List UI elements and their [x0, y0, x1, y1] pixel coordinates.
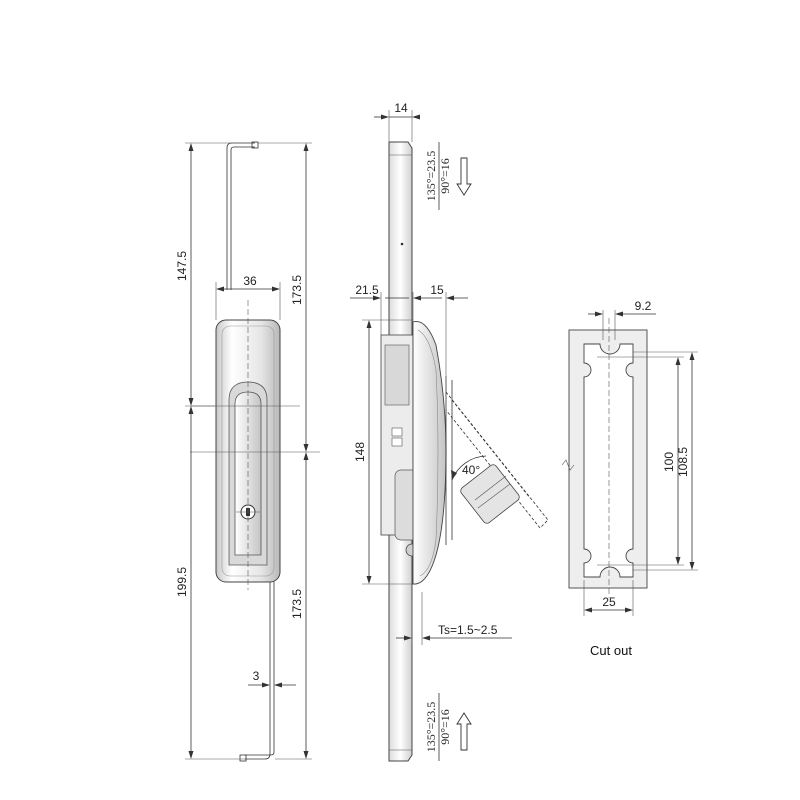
- dim-side-handle-height: 148: [353, 442, 367, 462]
- dim-front-rod: 3: [253, 669, 260, 683]
- dim-front-width: 36: [243, 274, 257, 288]
- side-view: 40° 14 21.5 15 148 Ts: [350, 101, 549, 762]
- rod-travel-top: 135°=23.5 90°=16: [424, 142, 472, 210]
- front-lower-rod: [245, 580, 271, 760]
- dim-front-top-height: 147.5: [175, 251, 189, 281]
- rod-travel-bottom: 135°=23.5 90°=16: [424, 693, 472, 761]
- front-view: 147.5 199.5 173.5 173.5 36 3: [175, 141, 320, 762]
- side-lock-cylinder: [460, 464, 520, 524]
- rod-travel-bottom-den: 90°=16: [438, 709, 452, 745]
- dim-front-upper-span: 173.5: [290, 275, 304, 305]
- side-cover: [412, 321, 447, 585]
- rod-travel-top-den: 90°=16: [438, 158, 452, 194]
- dim-front-lower-span: 173.5: [290, 589, 304, 619]
- dim-side-offset: 21.5: [355, 283, 379, 297]
- dim-cutout-slot: 9.2: [635, 299, 652, 313]
- dim-side-handle-depth: 15: [430, 283, 444, 297]
- dim-side-bar-thickness: 14: [394, 101, 408, 115]
- cutout-opening: [583, 343, 634, 578]
- dim-side-angle: 40°: [462, 463, 480, 477]
- dim-cutout-inner-height: 100: [662, 452, 676, 472]
- cutout-view: 9.2 100 108.5 25 Cut out: [561, 299, 698, 658]
- front-lower-rod-end: [239, 754, 247, 762]
- dim-cutout-outer-height: 108.5: [676, 447, 690, 477]
- rod-travel-top-num: 135°=23.5: [424, 151, 438, 202]
- arrow-down-icon: [456, 157, 472, 196]
- front-upper-rod-end: [251, 141, 259, 149]
- dim-cutout-width: 25: [602, 595, 616, 609]
- dim-front-bottom-height: 199.5: [175, 567, 189, 597]
- arrow-up-icon: [456, 712, 472, 751]
- dim-side-ts: Ts=1.5~2.5: [438, 623, 498, 637]
- rod-travel-bottom-num: 135°=23.5: [424, 702, 438, 753]
- cutout-caption: Cut out: [590, 643, 632, 658]
